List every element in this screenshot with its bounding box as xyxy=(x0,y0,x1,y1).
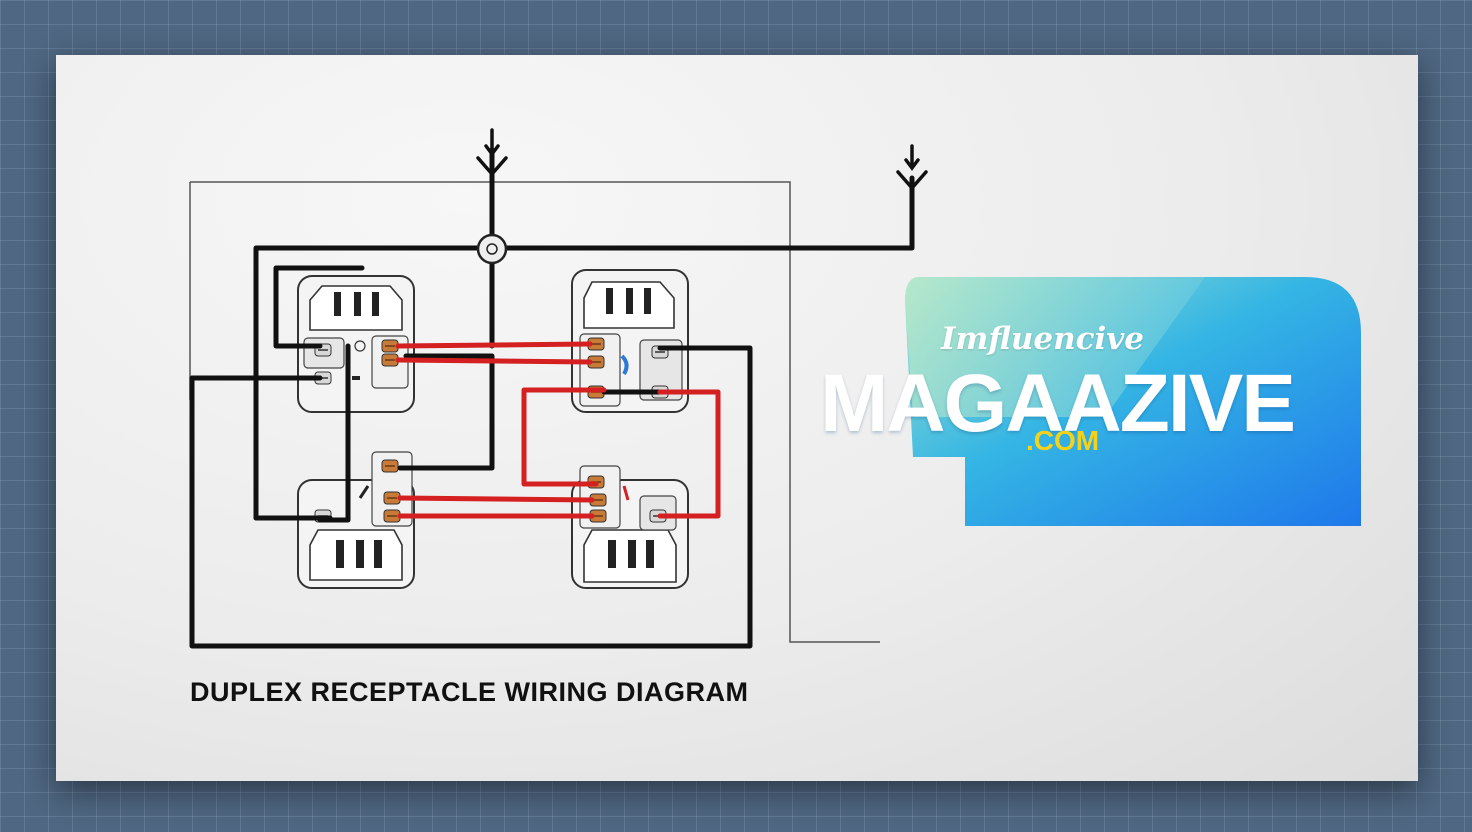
incoming-arrow-left-icon xyxy=(476,128,508,177)
magazine-logo: Imfluencive MAGAAZIVE .COM xyxy=(820,277,1361,526)
logo-wordmark-top: Imfluencive xyxy=(941,321,1145,357)
diagram-caption: DUPLEX RECEPTACLE WIRING DIAGRAM xyxy=(190,677,749,707)
receptacle-top-left xyxy=(297,275,415,413)
logo-wordmark-main: MAGAAZIVE xyxy=(820,358,1296,449)
neutral-wires xyxy=(189,147,915,649)
logo-domain: .COM xyxy=(1026,425,1100,456)
hot-wires xyxy=(395,341,721,519)
incoming-arrow-right-icon xyxy=(896,144,928,191)
receptacle-bottom-right xyxy=(571,465,689,589)
logo-badge-background xyxy=(905,277,1361,526)
enclosure-box xyxy=(189,181,880,643)
junction-node xyxy=(476,233,508,265)
receptacle-bottom-left xyxy=(297,451,415,589)
